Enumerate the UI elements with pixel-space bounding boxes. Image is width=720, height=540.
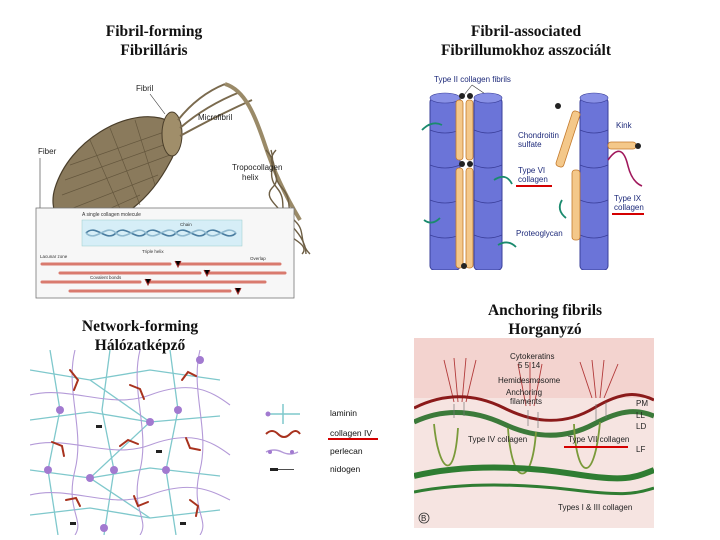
anchoring-label: Anchoring bbox=[506, 388, 542, 397]
types-i-iii-label: Types I & III collagen bbox=[558, 503, 632, 512]
tropocollagen-label: Tropocollagen bbox=[232, 163, 282, 172]
proteoglycan-label: Proteoglycan bbox=[516, 229, 563, 238]
fibril-label: Fibril bbox=[136, 84, 154, 93]
inset-overlap-label: Overlap bbox=[250, 256, 266, 261]
heading-anchoring-fibrils: Anchoring fibrils Horganyzó bbox=[460, 301, 630, 339]
type-vi-label-2: collagen bbox=[518, 175, 548, 184]
type-iv-label: Type IV collagen bbox=[468, 435, 527, 444]
cytokeratins-label: Cytokeratins bbox=[510, 352, 554, 361]
lf-label: LF bbox=[636, 445, 645, 454]
chondroitin-label: Chondroitin bbox=[518, 131, 559, 140]
heading-network-forming-hu: Hálózatképző bbox=[94, 337, 186, 354]
heading-anchoring-fibrils-en: Anchoring fibrils bbox=[487, 302, 603, 319]
heading-fibril-forming-hu: Fibrilláris bbox=[120, 42, 188, 59]
legend-laminin: laminin bbox=[330, 408, 357, 418]
heading-network-forming-en: Network-forming bbox=[81, 318, 199, 335]
type-ix-label-2: collagen bbox=[614, 203, 644, 212]
network-diagram bbox=[30, 350, 231, 535]
microfibril-label: Microfibril bbox=[198, 113, 232, 122]
kink-label: Kink bbox=[616, 121, 633, 130]
legend-nidogen: nidogen bbox=[330, 464, 361, 474]
network-forming-illustration: laminin collagen IV perlecan nidogen bbox=[30, 350, 378, 535]
filaments-label: filaments bbox=[510, 397, 542, 406]
fiber-label: Fiber bbox=[38, 147, 57, 156]
ld-label: LD bbox=[636, 422, 646, 431]
inset-title: A single collagen molecule bbox=[82, 212, 141, 218]
network-legend: laminin collagen IV perlecan nidogen bbox=[265, 404, 378, 474]
cytokeratins-subtypes: 5 5 14 bbox=[518, 361, 541, 370]
heading-fibril-associated-en: Fibril-associated bbox=[470, 23, 582, 40]
type-ii-label: Type II collagen fibrils bbox=[434, 75, 511, 84]
panel-letter: B bbox=[421, 514, 426, 523]
helix-label: helix bbox=[242, 173, 258, 182]
type-vi-label-1: Type VI bbox=[518, 166, 545, 175]
inset-chain-label: Chain bbox=[180, 222, 192, 227]
fibril-associated-illustration: Type II collagen fibrils Chondroitin sul… bbox=[421, 75, 644, 270]
inset-triple-helix-label: Triple helix bbox=[142, 249, 164, 254]
legend-collagen-iv: collagen IV bbox=[330, 428, 372, 438]
inset-lacunar-zone-label: Lacunar zone bbox=[40, 254, 68, 259]
heading-anchoring-fibrils-hu: Horganyzó bbox=[508, 321, 582, 338]
heading-network-forming: Network-forming Hálózatképző bbox=[52, 317, 228, 355]
heading-fibril-forming-en: Fibril-forming bbox=[105, 23, 203, 40]
anchoring-fibrils-illustration: Cytokeratins 5 5 14 Hemidesmosome Anchor… bbox=[414, 338, 654, 528]
inset-covalent-bonds-label: Covalent bonds bbox=[90, 275, 122, 280]
hemidesmosome-label: Hemidesmosome bbox=[498, 376, 561, 385]
collagen-molecule-inset: A single collagen molecule Chain Triple … bbox=[35, 207, 295, 299]
heading-fibril-forming: Fibril-forming Fibrilláris bbox=[64, 22, 244, 60]
pm-label: PM bbox=[636, 399, 648, 408]
type-ix-label-1: Type IX bbox=[614, 194, 642, 203]
collagen-fibril-cylinders bbox=[429, 92, 609, 270]
type-vii-label: Type VII collagen bbox=[568, 435, 629, 444]
types-i-iii-collagen-band bbox=[414, 464, 654, 482]
heading-fibril-associated-hu: Fibrillumokhoz asszociált bbox=[440, 42, 612, 59]
ll-label: LL bbox=[636, 411, 645, 420]
plasma-membrane bbox=[414, 393, 654, 422]
legend-perlecan: perlecan bbox=[330, 446, 363, 456]
fibril-forming-illustration: Fibril Microfibril Fiber Tropocollagen h… bbox=[35, 82, 311, 299]
sulfate-label: sulfate bbox=[518, 140, 542, 149]
heading-fibril-associated: Fibril-associated Fibrillumokhoz asszoci… bbox=[400, 22, 652, 60]
